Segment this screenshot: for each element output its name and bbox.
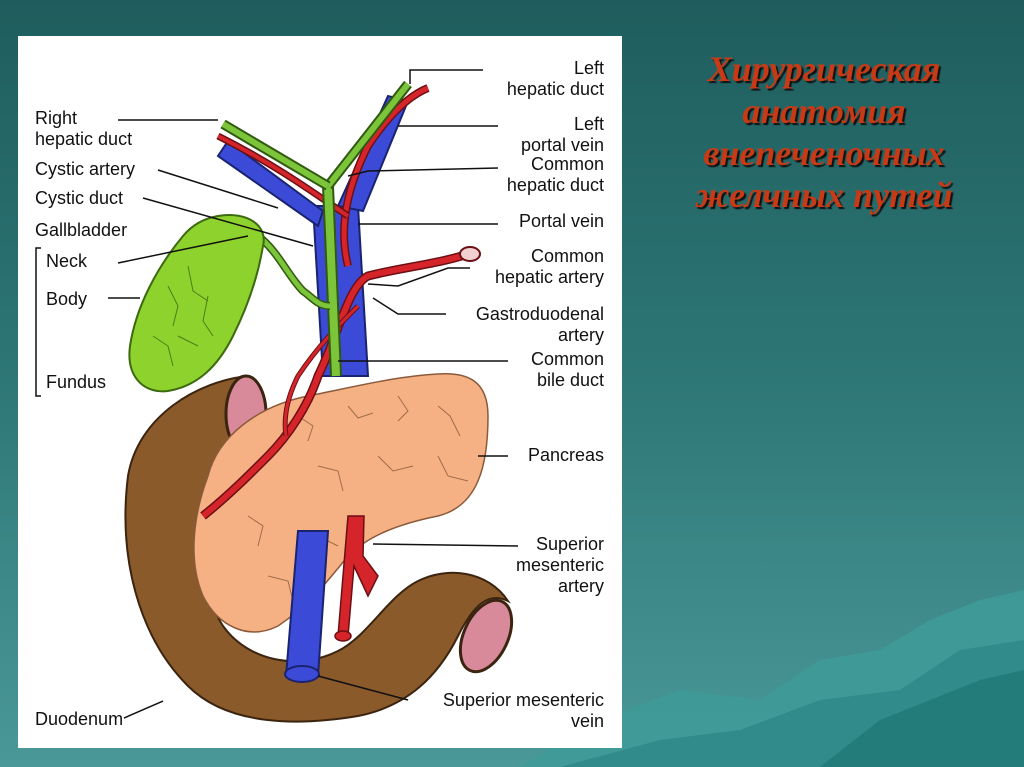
label-right-hepatic-duct: Right hepatic duct <box>35 108 133 149</box>
duodenum-opening-right <box>458 598 514 674</box>
label-fundus: Fundus <box>46 372 107 392</box>
anatomy-diagram-panel: Right hepatic duct Cystic artery Cystic … <box>18 36 622 748</box>
slide-title: Хирургическая анатомия внепеченочных жел… <box>636 48 1012 216</box>
label-body: Body <box>46 289 88 309</box>
gallbladder-shape <box>128 214 265 393</box>
label-duodenum: Duodenum <box>35 709 124 729</box>
label-common-hepatic-artery: Common hepatic artery <box>494 246 604 287</box>
label-portal-vein: Portal vein <box>518 211 604 231</box>
label-superior-mesenteric-vein: Superior mesenteric vein <box>442 690 604 731</box>
title-line-1: Хирургическая <box>707 49 941 89</box>
label-left-hepatic-duct: Left hepatic duct <box>506 58 604 99</box>
label-common-bile-duct: Common bile duct <box>530 349 604 390</box>
title-line-3: внепеченочных <box>703 133 945 173</box>
label-superior-mesenteric-artery: Superior mesenteric artery <box>515 534 604 596</box>
title-line-4: желчных путей <box>695 175 953 215</box>
label-cystic-duct: Cystic duct <box>35 188 124 208</box>
title-line-2: анатомия <box>742 91 906 131</box>
label-gastroduodenal-artery: Gastroduodenal artery <box>475 304 604 345</box>
label-gallbladder: Gallbladder <box>35 220 128 240</box>
label-pancreas: Pancreas <box>527 445 604 465</box>
label-cystic-artery: Cystic artery <box>35 159 136 179</box>
label-left-portal-vein: Left portal vein <box>520 114 604 155</box>
label-neck: Neck <box>46 251 88 271</box>
label-common-hepatic-duct: Common hepatic duct <box>506 154 604 195</box>
pancreas-shape <box>193 372 489 633</box>
